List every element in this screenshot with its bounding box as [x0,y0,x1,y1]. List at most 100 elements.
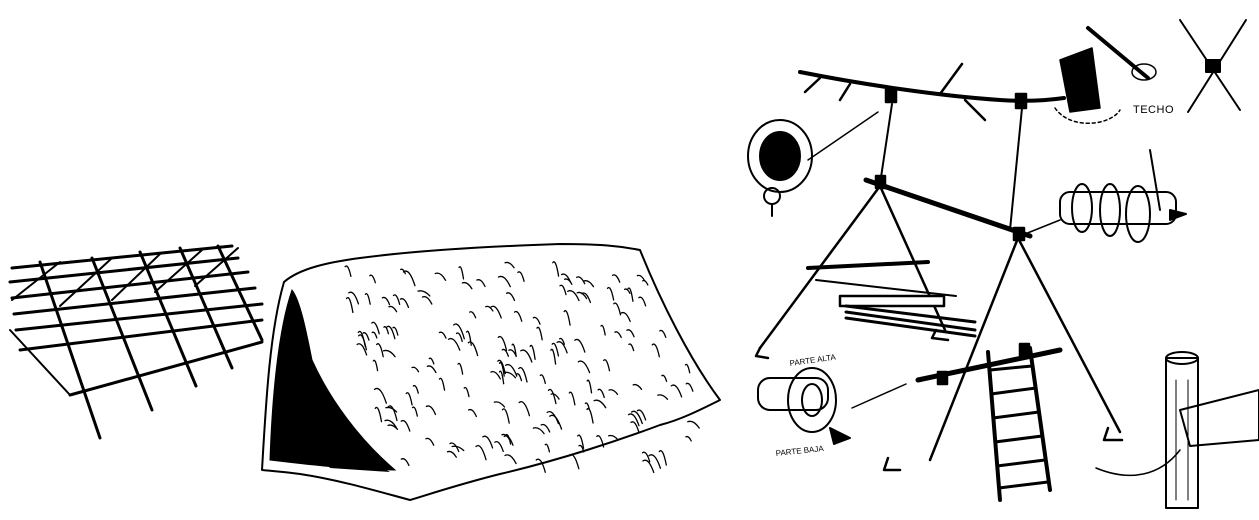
thatch-texture-stroke [551,349,556,364]
thatch-texture-stroke [615,332,621,338]
thatch-texture-stroke [637,275,644,280]
thatch-texture-stroke [548,389,555,403]
thatch-texture-stroke [505,262,514,267]
thatch-texture-stroke [467,331,472,345]
thatch-texture-stroke [502,349,508,356]
thatch-texture-stroke [459,267,463,279]
thatch-texture-stroke [375,388,387,403]
thatch-texture-stroke [629,344,634,351]
thatch-texture-stroke [633,385,641,390]
thatch-texture-stroke [587,409,593,423]
thatch-texture-stroke [613,275,620,282]
thatch-texture-stroke [505,455,516,464]
thatch-texture-stroke [569,392,575,405]
thatch-texture-stroke [454,324,465,339]
thatch-texture-stroke [519,402,529,416]
thatch-texture-stroke [686,383,693,391]
thatch-texture-stroke [406,393,412,405]
thatch-texture-stroke [569,455,578,469]
thatch-texture-stroke [521,350,532,362]
thatch-texture-stroke [345,266,351,276]
knot-detail [758,368,850,444]
thatch-texture-stroke [372,332,377,338]
thatch-texture-stroke [427,366,436,373]
thatch-texture-stroke [659,451,666,465]
thatch-texture-stroke [426,406,435,414]
thatch-texture-stroke [370,275,375,283]
square-lashing-detail [1180,20,1246,112]
thatch-texture-stroke [557,342,567,353]
thatch-texture-stroke [389,306,397,311]
thatch-texture-stroke [587,380,591,393]
thatch-texture-stroke [601,325,605,335]
thatch-texture-stroke [621,313,630,322]
thatch-texture-stroke [429,358,434,364]
thatch-texture-stroke [494,402,504,407]
thatch-texture-stroke [413,407,418,416]
thatch-texture-stroke [625,289,630,293]
thatch-texture-stroke [540,375,545,383]
thatched-hut-drawing [262,244,720,500]
thatch-texture-stroke [435,273,445,280]
thatch-texture-stroke [412,367,419,371]
thatch-texture-stroke [660,330,666,337]
thatch-texture-stroke [607,288,613,300]
thatch-texture-stroke [533,428,544,434]
thatch-texture-stroke [609,390,617,395]
thatch-texture-stroke [375,407,381,421]
raised-platform-drawing [756,64,1180,500]
thatch-texture-stroke [504,372,515,377]
thatch-texture-stroke [383,350,395,356]
thatch-texture-stroke [517,374,522,381]
thatch-texture-stroke [537,327,542,340]
thatch-texture-stroke [382,297,389,304]
thatch-texture-stroke [477,280,485,287]
thatch-texture-stroke [533,317,540,324]
thatch-texture-stroke [462,283,471,289]
thatch-texture-stroke [469,410,477,417]
thatch-texture-stroke [545,444,549,452]
thatch-texture-stroke [553,262,559,276]
thatch-texture-stroke [400,299,408,308]
parte-alta-label: PARTE ALTA [789,352,837,367]
thatch-texture-stroke [629,414,639,426]
thatch-texture-stroke [384,327,388,334]
thatch-texture-stroke [643,281,648,285]
thatch-texture-stroke [560,285,566,294]
thatch-texture-stroke [377,344,383,357]
thatch-texture-stroke [495,442,503,452]
thatch-texture-stroke [365,294,370,305]
thatch-texture-stroke [518,272,524,281]
thatch-texture-stroke [426,438,434,445]
thatch-texture-stroke [347,298,353,313]
thatch-texture-stroke [685,364,689,372]
post-joint-detail [1166,352,1259,508]
thatch-texture-stroke [439,378,444,390]
thatch-texture-stroke [662,375,667,381]
thatch-texture-stroke [401,459,409,466]
round-lashing-detail [748,120,812,216]
thatch-texture-stroke [483,436,493,448]
thatch-texture-stroke [564,311,570,325]
thatch-texture-stroke [413,386,418,394]
thatch-texture-stroke [388,425,397,429]
thatch-texture-stroke [468,342,477,356]
roof-frame-drawing [10,246,262,438]
thatch-texture-stroke [498,337,506,351]
thatch-texture-stroke [401,421,410,432]
thatch-texture-stroke [609,435,618,439]
thatch-texture-stroke [422,297,431,304]
thatch-texture-stroke [627,330,634,337]
thatch-texture-stroke [578,361,589,372]
thatch-texture-stroke [671,385,681,397]
thatch-texture-stroke [614,303,621,315]
clove-hitch-detail [1060,150,1186,242]
thatch-texture-stroke [604,360,610,371]
thatch-texture-stroke [639,297,646,306]
thatch-texture-stroke [418,291,430,296]
thatch-texture-stroke [686,437,691,441]
thatch-texture-stroke [598,389,604,397]
thatch-texture-stroke [393,295,399,304]
techo-label: TECHO [1133,104,1174,116]
